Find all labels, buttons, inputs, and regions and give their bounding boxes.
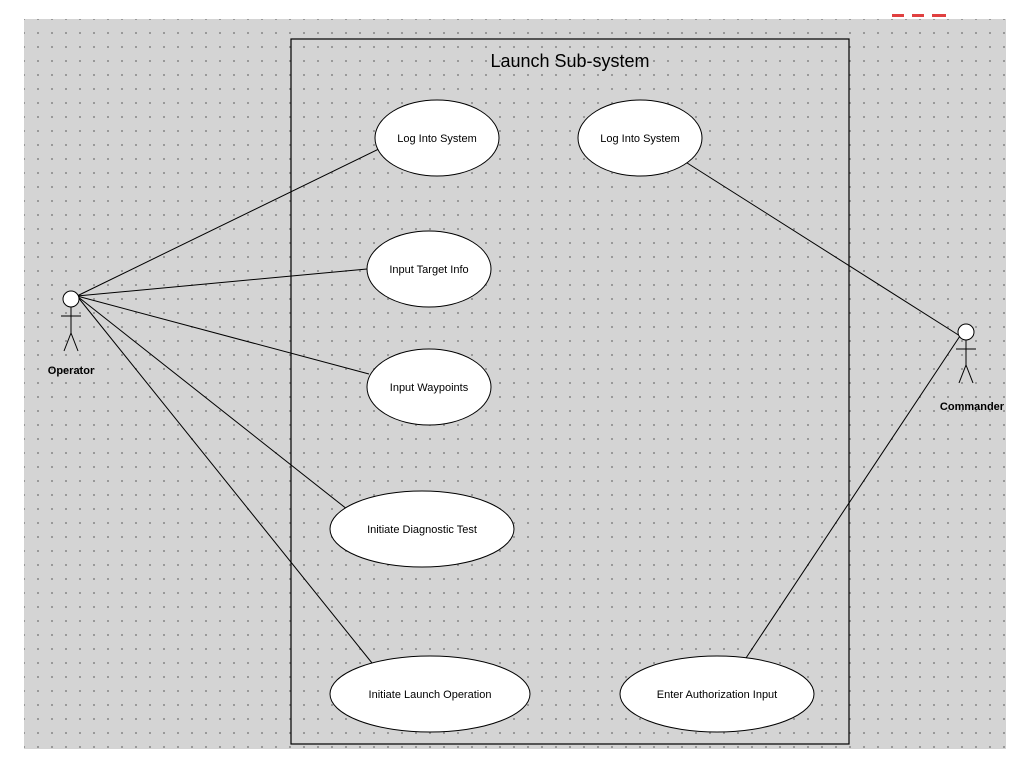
- system-boundary-title: Launch Sub-system: [490, 51, 649, 71]
- use-case-label: Input Waypoints: [390, 382, 469, 394]
- use-case-input-target-info[interactable]: Input Target Info: [366, 230, 492, 308]
- association-operator-input-waypoints[interactable]: [76, 295, 370, 375]
- use-case-cmd-log-into-system[interactable]: Log Into System: [577, 99, 703, 177]
- actor-head-icon: [957, 323, 975, 341]
- actor-commander[interactable]: Commander: [940, 323, 1005, 413]
- use-case-diagram: Launch Sub-system Log Into System Log In…: [48, 38, 1005, 745]
- corner-artifact: [892, 14, 946, 17]
- actor-label-commander: Commander: [940, 401, 1005, 413]
- actor-operator[interactable]: Operator: [48, 290, 95, 377]
- use-case-label: Input Target Info: [389, 264, 468, 276]
- association-commander-enter-authorization-input[interactable]: [745, 335, 961, 659]
- use-case-input-waypoints[interactable]: Input Waypoints: [366, 348, 492, 426]
- use-case-label: Initiate Launch Operation: [369, 689, 492, 701]
- diagram-canvas: Launch Sub-system Log Into System Log In…: [24, 19, 1006, 749]
- use-case-initiate-launch-operation[interactable]: Initiate Launch Operation: [329, 655, 531, 733]
- use-case-label: Enter Authorization Input: [657, 689, 777, 701]
- use-case-label: Log Into System: [600, 133, 680, 145]
- system-boundary[interactable]: [290, 38, 850, 745]
- use-cases: Log Into System Log Into System Input Ta…: [329, 99, 815, 733]
- use-case-initiate-diagnostic-test[interactable]: Initiate Diagnostic Test: [329, 490, 515, 568]
- association-operator-input-target-info[interactable]: [76, 268, 368, 297]
- association-operator-initiate-launch-operation[interactable]: [76, 295, 373, 664]
- use-case-label: Initiate Diagnostic Test: [367, 524, 477, 536]
- actor-label-operator: Operator: [48, 365, 95, 377]
- use-case-op-log-into-system[interactable]: Log Into System: [374, 99, 500, 177]
- actor-head-icon: [62, 290, 80, 308]
- association-operator-op-log-into-system[interactable]: [76, 143, 390, 297]
- use-case-enter-authorization-input[interactable]: Enter Authorization Input: [619, 655, 815, 733]
- association-operator-initiate-diagnostic-test[interactable]: [76, 295, 358, 518]
- association-commander-cmd-log-into-system[interactable]: [683, 160, 961, 337]
- associations: [76, 143, 961, 664]
- use-case-label: Log Into System: [397, 133, 477, 145]
